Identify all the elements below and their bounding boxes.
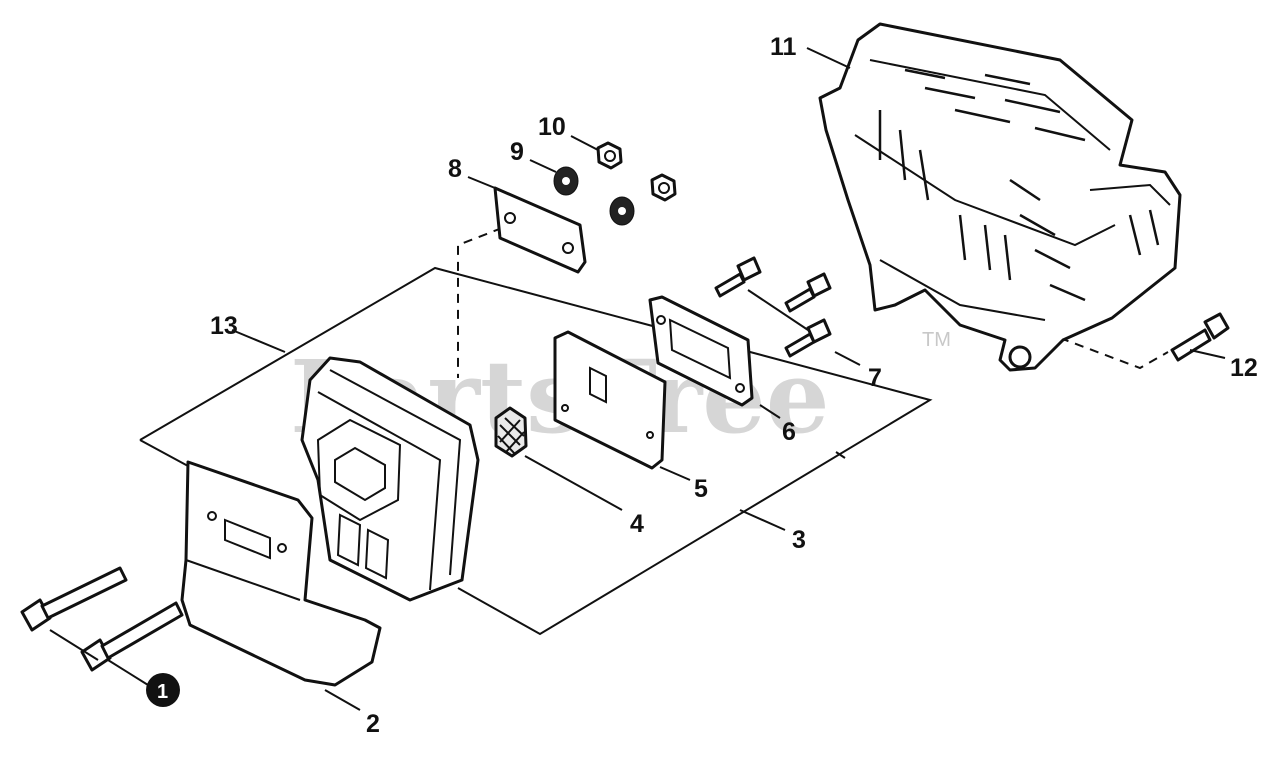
part-6-exhaust-gasket[interactable] <box>648 295 754 407</box>
callout-4: 4 <box>630 510 644 538</box>
part-8-gasket-plate[interactable] <box>493 186 587 274</box>
part-9-lock-washers[interactable] <box>553 166 635 226</box>
part-12-bolt[interactable] <box>1170 312 1230 362</box>
callout-6: 6 <box>782 418 796 446</box>
callout-11: 11 <box>770 33 797 61</box>
part-11-shroud[interactable] <box>818 22 1182 372</box>
part-1-bolts[interactable] <box>20 566 184 672</box>
part-2-heat-shield[interactable] <box>180 460 382 687</box>
part-4-screen[interactable] <box>494 406 528 458</box>
callout-leaders <box>49 47 1226 711</box>
part-5-cover-plate[interactable] <box>553 330 667 470</box>
assembly-bracket-13 <box>139 266 933 636</box>
callout-13: 13 <box>210 312 238 340</box>
callout-1: 1 <box>157 681 168 703</box>
callout-8: 8 <box>448 155 462 183</box>
part-3-muffler[interactable] <box>300 356 480 602</box>
part-10-nuts[interactable] <box>596 141 677 202</box>
callout-10: 10 <box>538 113 566 141</box>
callout-12: 12 <box>1230 354 1258 382</box>
callout-5: 5 <box>694 475 708 503</box>
part-7-screws[interactable] <box>714 256 832 358</box>
callout-3: 3 <box>792 526 806 554</box>
callout-7: 7 <box>868 364 882 392</box>
alignment-dashes <box>457 227 1169 378</box>
callout-9: 9 <box>510 138 524 166</box>
callout-2: 2 <box>366 710 380 738</box>
watermark-trademark: TM <box>922 329 951 351</box>
callout-1-badge: 1 <box>146 673 180 707</box>
